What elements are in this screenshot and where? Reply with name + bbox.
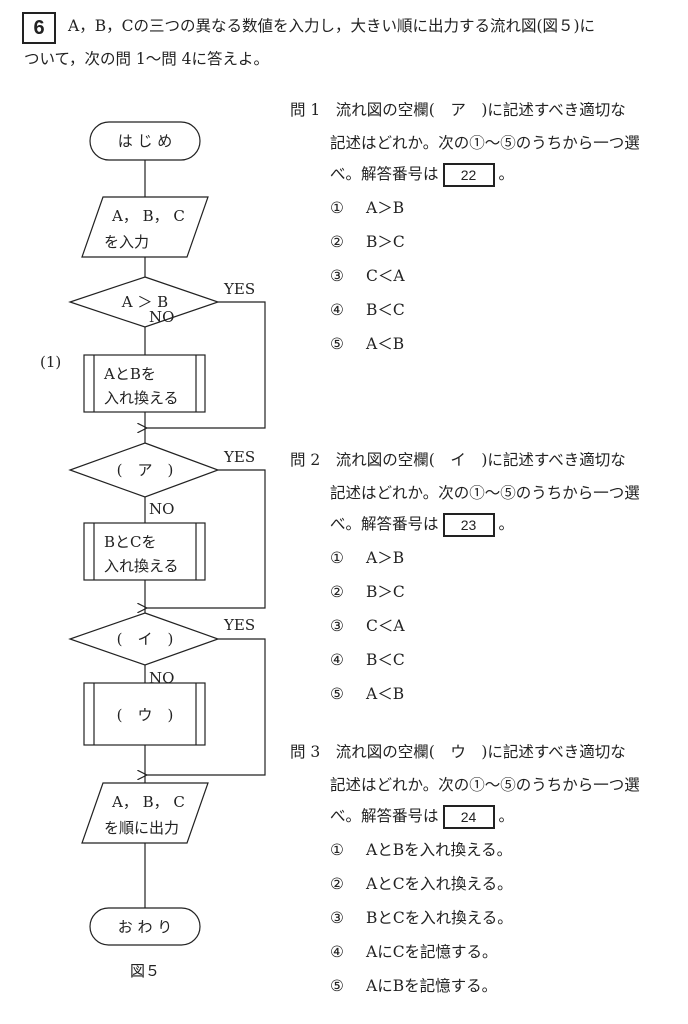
answer-number-box: 22 [442,163,495,187]
option-text: A＜B [366,685,405,703]
input-label-1: A， B， C [111,207,185,225]
cond1-label: A ＞ B [121,293,168,311]
option-number: ④ [330,943,344,961]
option-text: AとBを入れ換える。 [366,841,513,859]
answer-option: ④ B＜C [330,648,405,670]
answer-option: ① AとBを入れ換える。 [330,838,512,860]
answer-option: ② AとCを入れ換える。 [330,872,513,894]
answer-option: ② B＞C [330,230,405,252]
answer-option: ⑤ AにBを記憶する。 [330,974,497,996]
question-line-2: 記述はどれか。次の①〜⑤のうちから一つ選 [330,776,640,794]
yes-label: YES [223,280,255,298]
question-title: 問 2 流れ図の空欄( イ )に記述すべき適切な [290,451,626,469]
question-title: 問 3 流れ図の空欄( ウ )に記述すべき適切な [290,743,626,761]
option-number: ④ [330,651,344,669]
option-number: ⑤ [330,335,344,353]
answer-number-box: 23 [442,513,495,537]
output-label-1: A， B， C [111,793,185,811]
question-line-2: 記述はどれか。次の①〜⑤のうちから一つ選 [330,134,640,152]
yes-label: YES [223,616,255,634]
cond2-label: ( ア ) [117,461,174,479]
question-line-2: 記述はどれか。次の①〜⑤のうちから一つ選 [330,484,640,502]
question-line-3-text: べ。解答番号は [330,165,439,183]
option-text: AにBを記憶する。 [366,977,498,995]
answer-number-box: 24 [442,805,495,829]
option-number: ⑤ [330,977,344,995]
question-line-3-text: べ。解答番号は [330,515,439,533]
question-line-3-text: べ。解答番号は [330,807,439,825]
proc1-label-2: 入れ換える [104,389,179,407]
yes-label: YES [223,448,255,466]
input-label-2: を入力 [104,233,149,251]
option-text: B＜C [366,301,405,319]
intro-line-1: A，B，Cの三つの異なる数値を入力し，大きい順に出力する流れ図(図５)に [68,17,596,35]
end-label: お わ り [118,918,173,936]
option-number: ① [330,841,344,859]
question-title: 問 1 流れ図の空欄( ア )に記述すべき適切な [290,101,626,119]
output-label-2: を順に出力 [104,819,179,837]
option-text: AにCを記憶する。 [366,943,498,961]
option-text: AとCを入れ換える。 [366,875,513,893]
option-number: ③ [330,909,344,927]
option-text: B＜C [366,651,405,669]
answer-option: ③ C＜A [330,264,405,286]
option-number: ② [330,875,344,893]
proc3-label: ( ウ ) [117,706,174,724]
option-text: B＞C [366,233,405,251]
no-label: NO [149,308,174,326]
question-number: 6 [22,12,56,44]
cond3-label: ( イ ) [117,630,174,648]
option-text: A＞B [366,199,405,217]
option-number: ④ [330,301,344,319]
answer-option: ③ C＜A [330,614,405,636]
no-label: NO [149,669,174,687]
output-parallelogram [81,782,209,844]
question-line-3-end: 。 [498,807,515,825]
option-text: A＞B [366,549,405,567]
intro-line-2: ついて，次の問 1〜問 4に答えよ。 [24,50,270,68]
option-number: ③ [330,617,344,635]
option-number: ① [330,549,344,567]
answer-option: ⑤ A＜B [330,332,404,354]
figure-caption: 図５ [130,962,160,980]
answer-option: ④ AにCを記憶する。 [330,940,498,962]
answer-option: ③ BとCを入れ換える。 [330,906,513,928]
step-1-label: (1) [40,353,61,371]
option-number: ② [330,233,344,251]
option-text: A＜B [366,335,405,353]
question-line-3-end: 。 [498,515,515,533]
start-label: は じ め [118,132,173,150]
option-number: ① [330,199,344,217]
proc2-label-1: BとCを [104,533,157,551]
option-number: ③ [330,267,344,285]
proc1-label-1: AとBを [103,365,156,383]
no-label: NO [149,500,174,518]
option-text: BとCを入れ換える。 [366,909,513,927]
answer-option: ① A＞B [330,196,404,218]
answer-option: ④ B＜C [330,298,405,320]
option-number: ② [330,583,344,601]
option-text: B＞C [366,583,405,601]
answer-option: ① A＞B [330,546,404,568]
end-terminal [89,907,201,946]
input-parallelogram [81,196,209,258]
question-line-3-end: 。 [498,165,515,183]
option-text: C＜A [366,267,405,285]
answer-option: ⑤ A＜B [330,682,404,704]
option-number: ⑤ [330,685,344,703]
answer-option: ② B＞C [330,580,405,602]
proc2-label-2: 入れ換える [104,557,179,575]
option-text: C＜A [366,617,405,635]
flowchart: は じ め A， B， C を入力 A ＞ B YES NO (1) AとBを … [40,121,266,980]
